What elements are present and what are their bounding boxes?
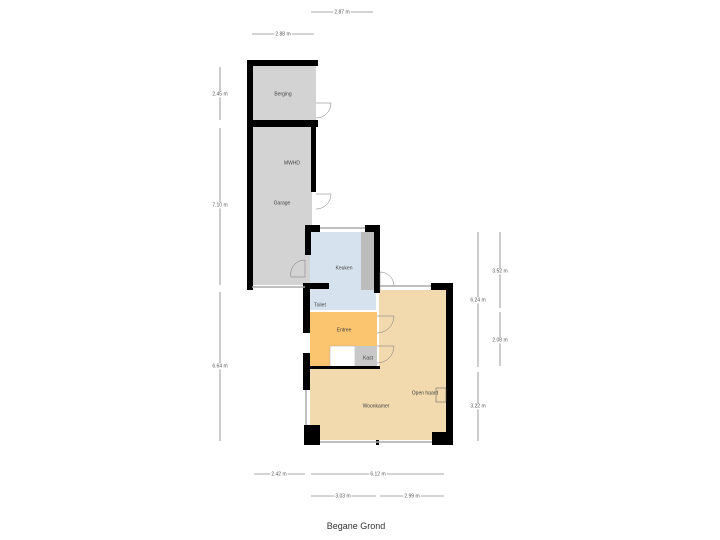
dim-top-garage: 2.88 m xyxy=(275,31,290,37)
dim-label-bg xyxy=(491,337,509,344)
room-toilet xyxy=(310,290,329,310)
room-berging xyxy=(252,66,316,121)
label-woonkamer: Woonkamer xyxy=(363,403,390,409)
dim-label-bg xyxy=(469,297,487,304)
doors xyxy=(290,102,395,364)
stairs xyxy=(329,345,356,369)
room-garage xyxy=(252,126,312,285)
dim-label-bg xyxy=(270,471,288,478)
dim-right-living: 3.22 m xyxy=(470,403,485,409)
dim-bottom-house: 6.12 m xyxy=(370,471,385,477)
label-entree: Entree xyxy=(337,327,352,333)
dim-label-bg xyxy=(403,493,421,500)
dim-label-bg xyxy=(211,363,229,370)
label-garage: Garage xyxy=(274,200,291,206)
dim-right-total: 6.24 m xyxy=(470,297,485,303)
dim-label-bg xyxy=(211,202,229,209)
windows xyxy=(252,227,432,443)
dim-bottom-b: 2.99 m xyxy=(404,493,419,499)
dim-bottom-left: 2.42 m xyxy=(271,471,286,477)
kitchen-counter xyxy=(361,232,374,290)
dim-label-bg xyxy=(274,31,292,38)
dim-left-garage: 7.10 m xyxy=(212,202,227,208)
room-kast xyxy=(355,346,377,368)
dim-label-bg xyxy=(334,493,352,500)
dim-right-kitchen: 3.52 m xyxy=(492,268,507,274)
dim-label-bg xyxy=(491,268,509,275)
dim-label-bg xyxy=(333,9,351,16)
label-berging: Berging xyxy=(274,91,291,97)
dim-label-bg xyxy=(211,91,229,98)
dim-left-berging: 2.45 m xyxy=(212,91,227,97)
dim-label-bg xyxy=(469,403,487,410)
fireplace-icon xyxy=(435,387,447,403)
floor-title: Begane Grond xyxy=(327,521,386,531)
dim-left-house: 6.64 m xyxy=(212,363,227,369)
room-entree xyxy=(310,312,377,346)
label-toilet: Toilet xyxy=(314,302,326,308)
dim-label-bg xyxy=(369,471,387,478)
label-open-haard: Open haard xyxy=(412,390,439,396)
label-garage-unit: MWHD xyxy=(284,160,300,166)
dim-right-entree: 2.08 m xyxy=(492,337,507,343)
dim-top-outer: 2.87 m xyxy=(334,9,349,15)
room-entree-lower xyxy=(310,346,330,368)
label-keuken: Keuken xyxy=(336,265,353,271)
walls xyxy=(247,60,453,445)
label-kast: Kast xyxy=(363,355,374,361)
dim-bottom-a: 3.03 m xyxy=(335,493,350,499)
room-woonkamer-lower xyxy=(310,368,447,440)
